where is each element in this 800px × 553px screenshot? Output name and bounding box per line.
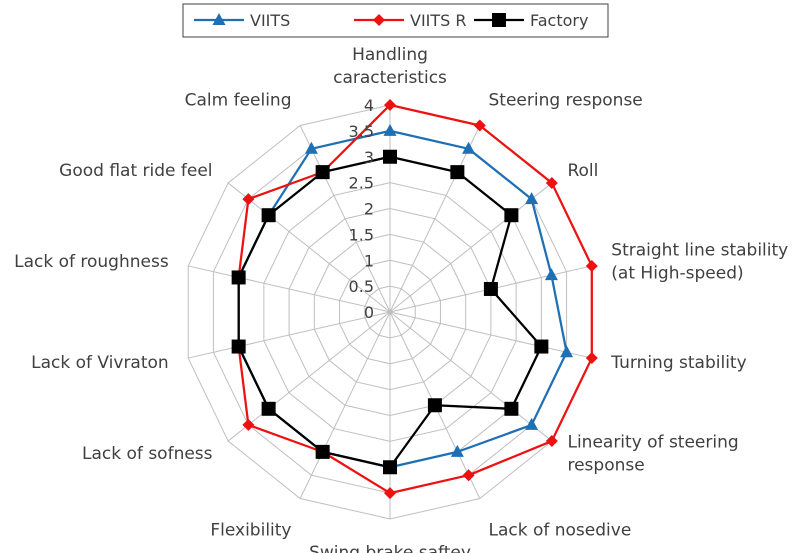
legend-label: Factory bbox=[530, 11, 588, 30]
data-point bbox=[545, 176, 558, 189]
axis-label: Lack of Vivraton bbox=[31, 353, 169, 373]
data-point bbox=[427, 398, 442, 413]
data-point bbox=[242, 193, 255, 206]
axis-label: Lack of sofness bbox=[82, 444, 213, 464]
data-point bbox=[315, 444, 330, 459]
series-viits-r bbox=[232, 99, 598, 500]
spoke bbox=[299, 311, 391, 499]
data-point bbox=[383, 123, 397, 136]
legend-item: Factory bbox=[474, 11, 588, 30]
data-point bbox=[534, 339, 549, 354]
data-point bbox=[525, 417, 539, 430]
data-point bbox=[483, 281, 498, 296]
tick-label: 0.5 bbox=[349, 277, 374, 296]
data-point bbox=[544, 268, 558, 281]
axis-label: Turning stability bbox=[610, 353, 746, 373]
axis-label: Lack of roughness bbox=[14, 252, 169, 272]
legend-label: VIITS bbox=[250, 11, 290, 30]
axis-label: Swing brake saftey bbox=[309, 543, 471, 553]
legend-marker bbox=[212, 13, 226, 25]
data-point bbox=[525, 192, 539, 205]
radar-series bbox=[231, 99, 598, 500]
spoke bbox=[188, 265, 391, 313]
data-point bbox=[383, 149, 397, 164]
data-point bbox=[462, 469, 475, 482]
data-point bbox=[450, 444, 464, 457]
data-point bbox=[384, 487, 396, 500]
axis-label: Steering response bbox=[488, 90, 642, 110]
tick-label: 2 bbox=[364, 200, 374, 219]
legend-item: VIITS bbox=[194, 11, 290, 30]
radar-tick-labels: 0 0.5 1 1.5 2 2.5 3 3.5 4 bbox=[349, 96, 374, 322]
data-point bbox=[242, 418, 255, 431]
tick-label: 1 bbox=[364, 251, 374, 270]
spoke bbox=[389, 182, 553, 313]
tick-label: 1.5 bbox=[349, 225, 374, 244]
spoke bbox=[188, 311, 391, 359]
series-line bbox=[237, 129, 568, 469]
axis-label: Roll bbox=[567, 161, 598, 181]
axis-label: Good flat ride feel bbox=[59, 161, 212, 181]
data-point bbox=[545, 435, 558, 448]
data-point bbox=[462, 141, 476, 154]
radar-spokes bbox=[188, 105, 592, 519]
data-point bbox=[504, 401, 519, 416]
data-point bbox=[585, 259, 598, 272]
data-point bbox=[383, 460, 397, 475]
spoke bbox=[227, 182, 391, 313]
data-point bbox=[304, 141, 318, 154]
tick-label: 4 bbox=[364, 96, 374, 115]
data-point bbox=[261, 208, 276, 223]
legend-item: VIITS R bbox=[354, 11, 467, 30]
data-point bbox=[560, 345, 574, 358]
legend: VIITS VIITS R Factory bbox=[182, 3, 609, 38]
axis-label: Straight line stability(at High-speed) bbox=[611, 240, 788, 283]
axis-label: Calm feeling bbox=[185, 90, 292, 110]
data-point bbox=[504, 208, 519, 223]
data-point bbox=[450, 165, 465, 180]
data-point bbox=[261, 401, 276, 416]
spoke bbox=[299, 125, 391, 313]
tick-label: 3 bbox=[364, 148, 374, 167]
legend-label: VIITS R bbox=[410, 11, 467, 30]
series-factory bbox=[231, 149, 549, 475]
legend-marker bbox=[373, 14, 385, 26]
data-point bbox=[315, 165, 330, 180]
tick-label: 0 bbox=[364, 303, 374, 322]
tick-label: 2.5 bbox=[349, 174, 374, 193]
legend-marker bbox=[492, 13, 506, 27]
spoke bbox=[389, 125, 481, 313]
spoke bbox=[389, 311, 553, 442]
tick-label: 3.5 bbox=[349, 122, 374, 141]
data-point bbox=[473, 119, 486, 132]
data-point bbox=[384, 99, 396, 111]
spoke bbox=[389, 311, 592, 359]
spoke bbox=[227, 311, 391, 442]
axis-label: Flexibility bbox=[210, 521, 291, 541]
axis-label: Lack of nosedive bbox=[488, 521, 631, 541]
data-point bbox=[231, 270, 246, 285]
data-point bbox=[585, 352, 598, 365]
data-point bbox=[231, 339, 246, 354]
